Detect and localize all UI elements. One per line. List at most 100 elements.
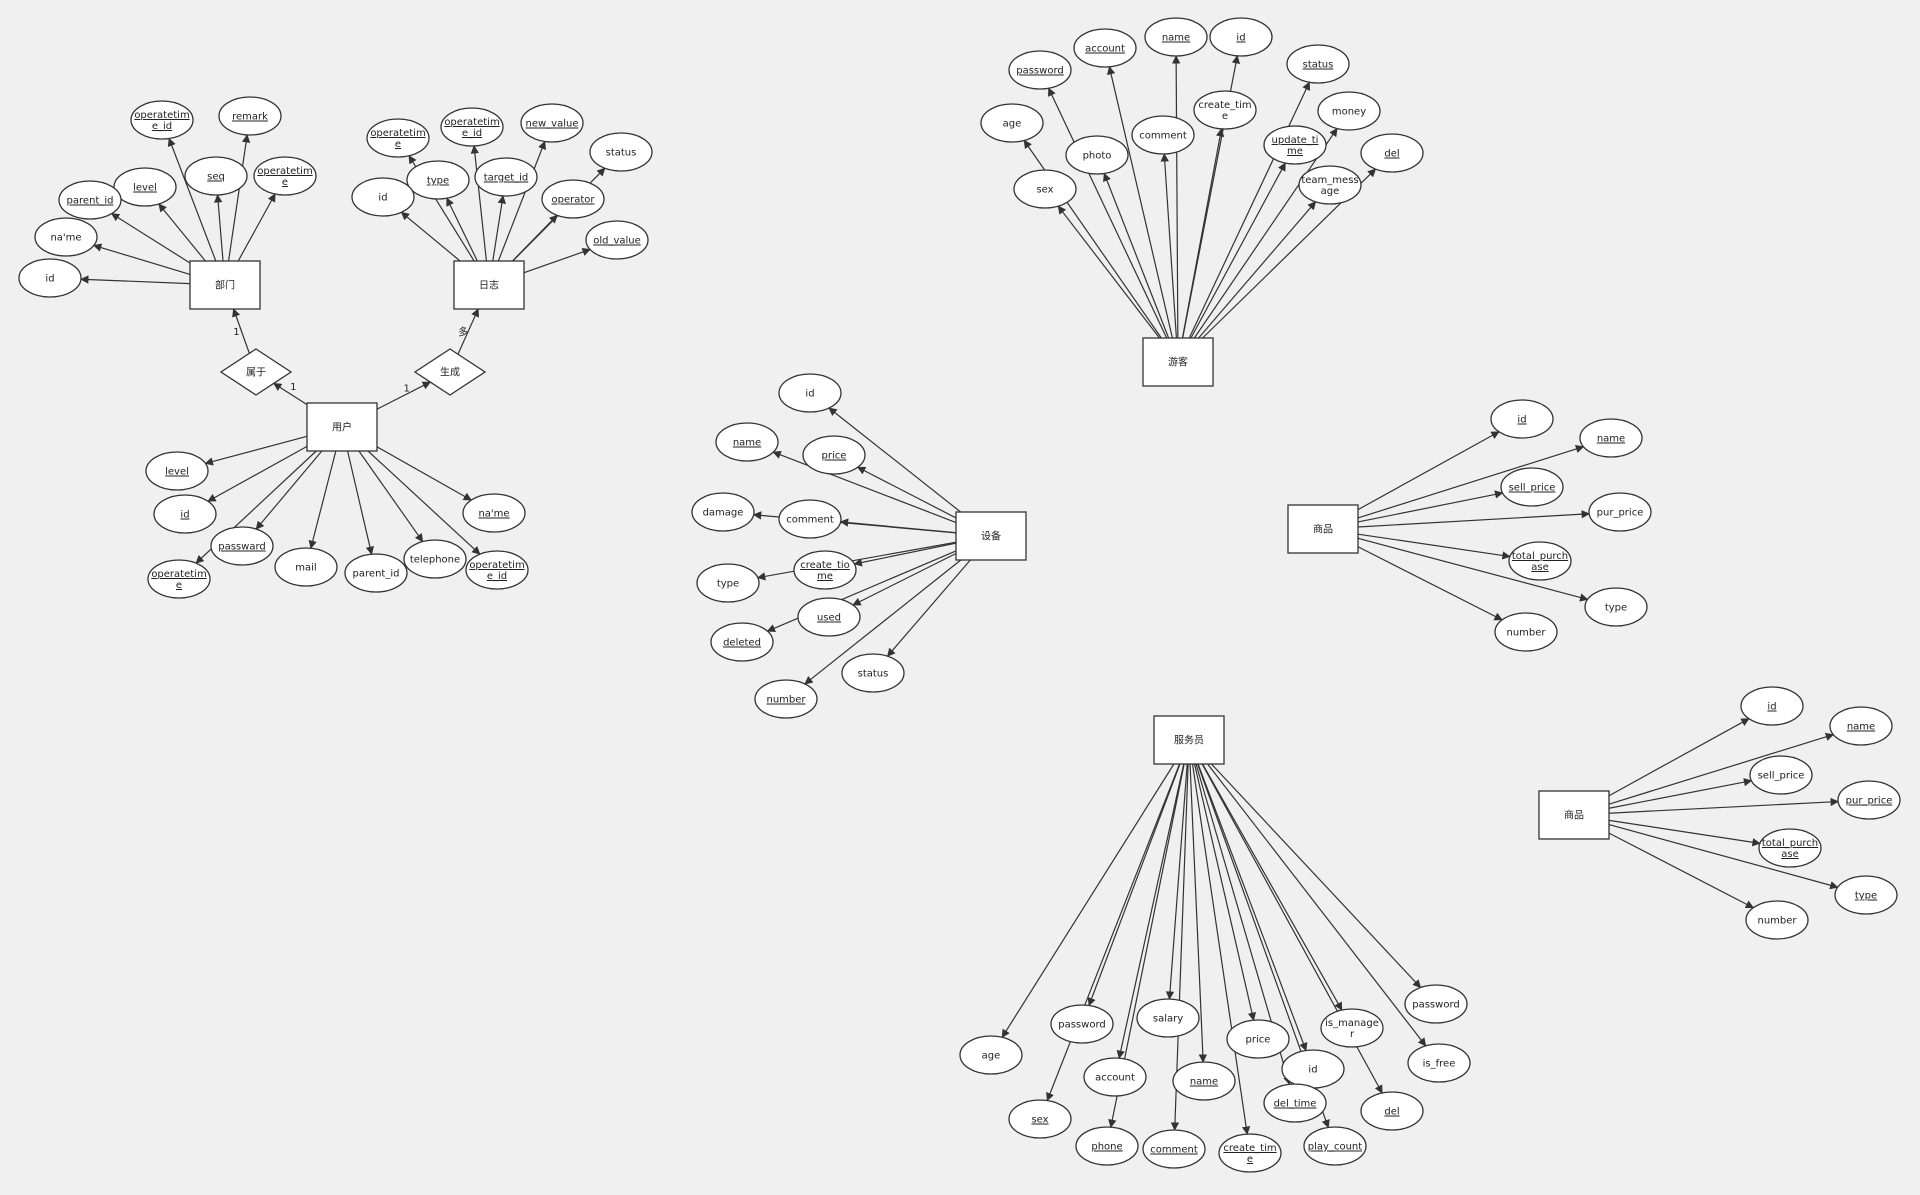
attribute-w_play[interactable]: play_count <box>1303 1126 1367 1166</box>
attribute-w_comment[interactable]: comment <box>1142 1129 1206 1169</box>
attribute-d_level[interactable]: level <box>113 167 177 207</box>
attribute-u_passward[interactable]: passward <box>210 526 274 566</box>
attribute-w_password[interactable]: password <box>1050 1004 1114 1044</box>
attribute-t_age[interactable]: age <box>980 103 1044 143</box>
attribute-g1_type[interactable]: type <box>1584 587 1648 627</box>
attribute-e_comment[interactable]: comment <box>778 499 842 539</box>
attribute-w_del[interactable]: del <box>1360 1091 1424 1131</box>
attribute-label: age <box>1003 119 1022 130</box>
attribute-g1_id[interactable]: id <box>1490 399 1554 439</box>
entity-dept[interactable]: 部门 <box>189 260 261 310</box>
attribute-label: del_time <box>1274 1099 1317 1110</box>
attribute-g2_type[interactable]: type <box>1834 875 1898 915</box>
attribute-e_id[interactable]: id <box>778 373 842 413</box>
attribute-t_account[interactable]: account <box>1073 28 1137 68</box>
attribute-g1_pur[interactable]: pur_price <box>1588 492 1652 532</box>
attribute-w_password2[interactable]: password <box>1404 984 1468 1024</box>
attribute-g2_id[interactable]: id <box>1740 686 1804 726</box>
attribute-u_level[interactable]: level <box>145 451 209 491</box>
attribute-e_used[interactable]: used <box>797 597 861 637</box>
entity-goods1[interactable]: 商品 <box>1287 504 1359 554</box>
attribute-t_name[interactable]: name <box>1144 17 1208 57</box>
attribute-e_price[interactable]: price <box>802 435 866 475</box>
attribute-t_sex[interactable]: sex <box>1013 169 1077 209</box>
edge-tourist-t_sex <box>1057 205 1161 339</box>
attribute-u_mail[interactable]: mail <box>274 547 338 587</box>
attribute-ellipse <box>1144 17 1208 57</box>
attribute-g2_number[interactable]: number <box>1745 900 1809 940</box>
attribute-w_name[interactable]: name <box>1172 1061 1236 1101</box>
attribute-e_type[interactable]: type <box>696 563 760 603</box>
attribute-d_id[interactable]: id <box>18 258 82 298</box>
attribute-e_damage[interactable]: damage <box>691 492 755 532</box>
attribute-l_status[interactable]: status <box>589 132 653 172</box>
attribute-l_newv[interactable]: new_value <box>520 103 584 143</box>
attribute-w_age[interactable]: age <box>959 1035 1023 1075</box>
attribute-t_comment[interactable]: comment <box>1131 115 1195 155</box>
entity-user[interactable]: 用户 <box>306 402 378 452</box>
attribute-label: id <box>45 274 54 285</box>
attribute-w_account[interactable]: account <box>1083 1057 1147 1097</box>
attribute-l_target[interactable]: target_id <box>474 157 538 197</box>
attribute-d_seq[interactable]: seq <box>184 156 248 196</box>
attribute-g1_number[interactable]: number <box>1494 612 1558 652</box>
attribute-ellipse <box>1142 1129 1206 1169</box>
entity-tourist[interactable]: 游客 <box>1142 337 1214 387</box>
relationship-belongs[interactable]: 属于 <box>219 348 293 396</box>
entity-log[interactable]: 日志 <box>453 260 525 310</box>
entity-goods2[interactable]: 商品 <box>1538 790 1610 840</box>
attribute-w_phone[interactable]: phone <box>1075 1126 1139 1166</box>
attribute-t_photo[interactable]: photo <box>1065 135 1129 175</box>
attribute-w_id[interactable]: id <box>1281 1049 1345 1089</box>
attribute-w_sex[interactable]: sex <box>1008 1099 1072 1139</box>
attribute-g1_name[interactable]: name <box>1579 418 1643 458</box>
entity-equip[interactable]: 设备 <box>955 511 1027 561</box>
entity-waiter[interactable]: 服务员 <box>1153 715 1225 765</box>
edge-tourist-t_team <box>1198 201 1317 339</box>
attribute-g2_sell[interactable]: sell_price <box>1749 755 1813 795</box>
attribute-d_name[interactable]: na'me <box>34 217 98 257</box>
edge-user-belongs <box>273 382 308 406</box>
attribute-e_deleted[interactable]: deleted <box>710 622 774 662</box>
attribute-l_type[interactable]: type <box>406 160 470 200</box>
attribute-g1_sell[interactable]: sell_price <box>1500 467 1564 507</box>
attribute-u_name[interactable]: na'me <box>462 493 526 533</box>
attribute-w_deltime[interactable]: del_time <box>1263 1083 1327 1123</box>
attribute-t_del[interactable]: del <box>1360 133 1424 173</box>
relationship-generates[interactable]: 生成 <box>413 348 487 396</box>
attribute-t_password[interactable]: password <box>1008 50 1072 90</box>
attribute-l_operator[interactable]: operator <box>541 179 605 219</box>
attribute-w_price[interactable]: price <box>1226 1019 1290 1059</box>
attribute-t_id[interactable]: id <box>1209 17 1273 57</box>
attribute-w_isfree[interactable]: is_free <box>1407 1043 1471 1083</box>
attribute-e_status[interactable]: status <box>841 653 905 693</box>
attribute-g2_name[interactable]: name <box>1829 706 1893 746</box>
attribute-d_remark[interactable]: remark <box>218 96 282 136</box>
attribute-l_oldv[interactable]: old_value <box>585 220 649 260</box>
attribute-t_status[interactable]: status <box>1286 44 1350 84</box>
attribute-t_money[interactable]: money <box>1317 91 1381 131</box>
attribute-u_tel[interactable]: telephone <box>403 539 467 579</box>
attribute-g2_pur[interactable]: pur_price <box>1837 780 1901 820</box>
attribute-d_parent[interactable]: parent_id <box>58 180 122 220</box>
attribute-l_id[interactable]: id <box>351 177 415 217</box>
attribute-e_number[interactable]: number <box>754 679 818 719</box>
attribute-w_salary[interactable]: salary <box>1136 998 1200 1038</box>
attribute-u_parent[interactable]: parent_id <box>344 553 408 593</box>
attribute-u_id[interactable]: id <box>153 494 217 534</box>
attribute-e_name[interactable]: name <box>715 422 779 462</box>
